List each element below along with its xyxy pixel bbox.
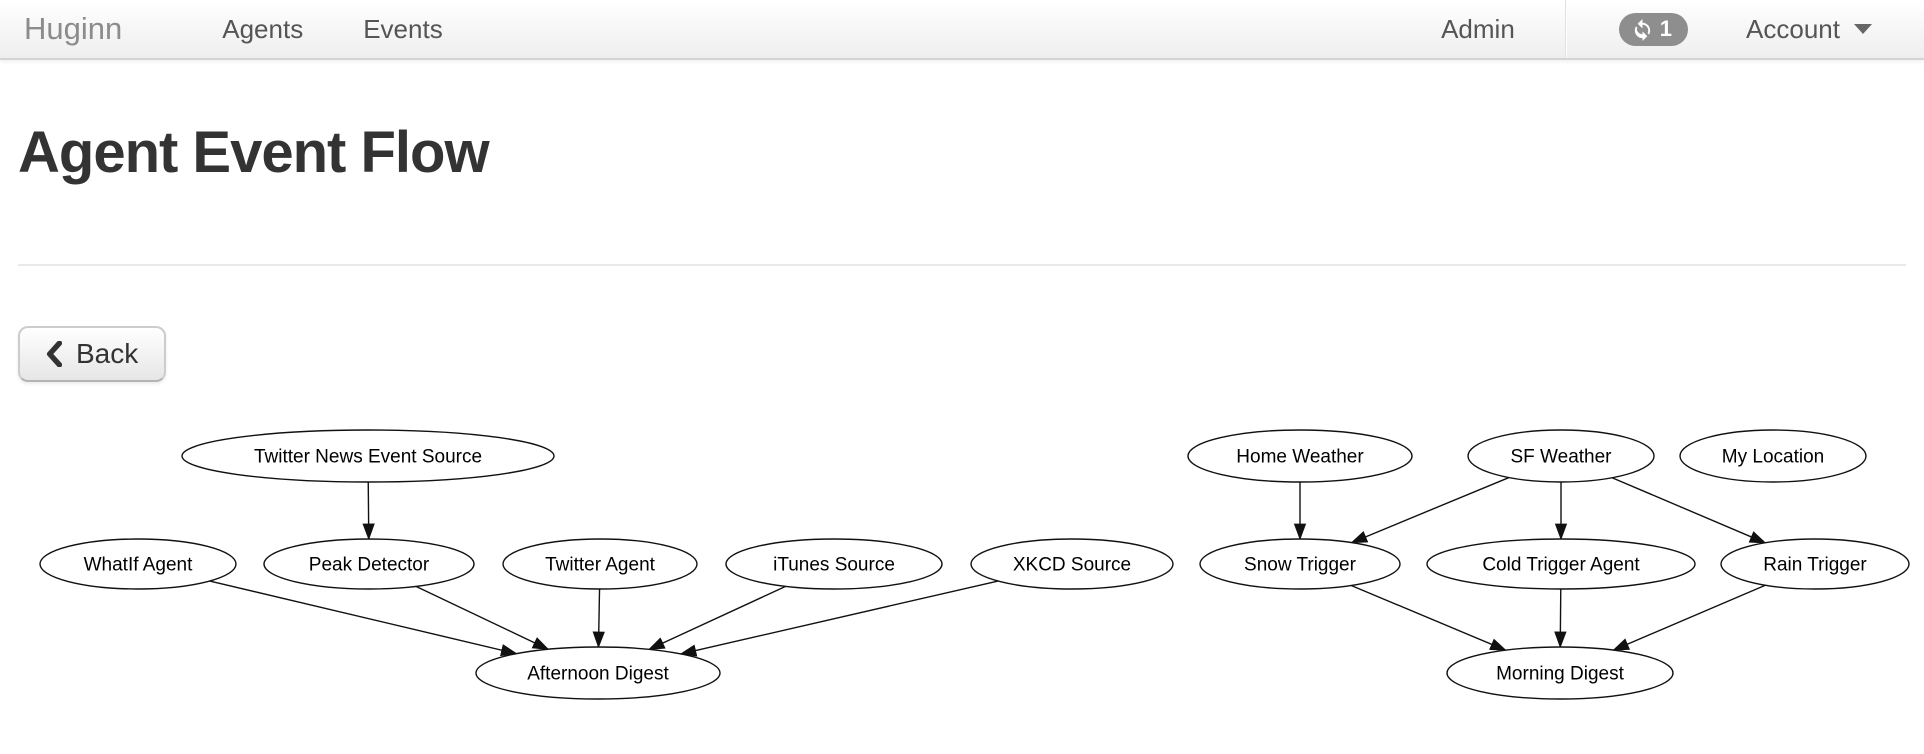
- svg-text:XKCD Source: XKCD Source: [1013, 555, 1131, 576]
- chevron-left-icon: [46, 341, 62, 367]
- nav-item-account[interactable]: Account: [1746, 14, 1924, 45]
- caret-down-icon: [1854, 24, 1872, 34]
- primary-nav: Agents Events: [192, 0, 472, 58]
- svg-text:My Location: My Location: [1722, 447, 1824, 468]
- svg-text:WhatIf Agent: WhatIf Agent: [84, 555, 194, 576]
- graph-node-myloc: My Location: [1679, 429, 1867, 483]
- graph-node-snow: Snow Trigger: [1199, 538, 1401, 590]
- account-label: Account: [1746, 13, 1840, 44]
- svg-text:Home Weather: Home Weather: [1236, 447, 1364, 468]
- graph-node-cold: Cold Trigger Agent: [1426, 538, 1696, 590]
- graph-edge-cold-morning: [1554, 588, 1567, 649]
- svg-text:Rain Trigger: Rain Trigger: [1763, 555, 1867, 576]
- worker-status-badge[interactable]: 1: [1618, 12, 1689, 46]
- graph-node-rain: Rain Trigger: [1720, 538, 1910, 590]
- graph-node-morning: Morning Digest: [1446, 646, 1674, 700]
- graph-edge-twitter-afternoon: [592, 588, 605, 649]
- graph-edge-sf-snow: [1350, 476, 1510, 544]
- svg-text:Twitter News Event Source: Twitter News Event Source: [254, 447, 482, 468]
- graph-edge-sf-rain: [1611, 477, 1767, 544]
- graph-node-peak: Peak Detector: [263, 538, 475, 590]
- graph-edge-rain-morning: [1612, 584, 1766, 651]
- page-title: Agent Event Flow: [18, 120, 490, 185]
- graph-edge-tnes-peak: [362, 481, 375, 541]
- graph-node-itunes: iTunes Source: [725, 538, 943, 590]
- nav-item-agents[interactable]: Agents: [222, 14, 304, 44]
- svg-text:Morning Digest: Morning Digest: [1496, 664, 1624, 685]
- svg-text:Snow Trigger: Snow Trigger: [1244, 555, 1357, 576]
- graph-node-twitter: Twitter Agent: [502, 538, 698, 590]
- badge-count: 1: [1659, 16, 1673, 41]
- graph-node-afternoon: Afternoon Digest: [475, 646, 721, 700]
- main-content: Agent Event Flow Back Twitter News Event…: [0, 122, 1924, 736]
- sync-icon: [1634, 18, 1650, 41]
- graph-node-home: Home Weather: [1187, 429, 1413, 483]
- back-button[interactable]: Back: [18, 326, 167, 382]
- svg-text:Peak Detector: Peak Detector: [309, 555, 430, 576]
- title-divider: [18, 264, 1906, 266]
- svg-text:Twitter Agent: Twitter Agent: [545, 555, 656, 576]
- back-button-label: Back: [76, 338, 139, 369]
- svg-text:Cold Trigger Agent: Cold Trigger Agent: [1482, 555, 1640, 576]
- graph-node-xkcd: XKCD Source: [970, 538, 1174, 590]
- nav-item-admin[interactable]: Admin: [1441, 13, 1515, 44]
- graph-edge-snow-morning: [1350, 584, 1507, 651]
- nav-item-events[interactable]: Events: [363, 14, 443, 44]
- svg-text:iTunes Source: iTunes Source: [773, 555, 895, 576]
- graph-node-tnes: Twitter News Event Source: [181, 429, 555, 483]
- navbar-right: Admin 1 Account: [1411, 0, 1924, 58]
- graph-edge-whatif-afternoon: [209, 580, 518, 657]
- brand-link[interactable]: Huginn: [24, 11, 123, 46]
- graph-node-sf: SF Weather: [1467, 429, 1655, 483]
- graph-edge-xkcd-afternoon: [679, 580, 999, 657]
- svg-text:SF Weather: SF Weather: [1510, 447, 1612, 468]
- graph-edge-peak-afternoon: [415, 585, 550, 650]
- navbar-divider: [1564, 0, 1567, 58]
- navbar: Huginn Agents Events Admin 1 Account: [0, 0, 1924, 60]
- graph-edge-itunes-afternoon: [647, 585, 786, 651]
- graph-node-whatif: WhatIf Agent: [39, 538, 237, 590]
- svg-text:Afternoon Digest: Afternoon Digest: [527, 664, 669, 685]
